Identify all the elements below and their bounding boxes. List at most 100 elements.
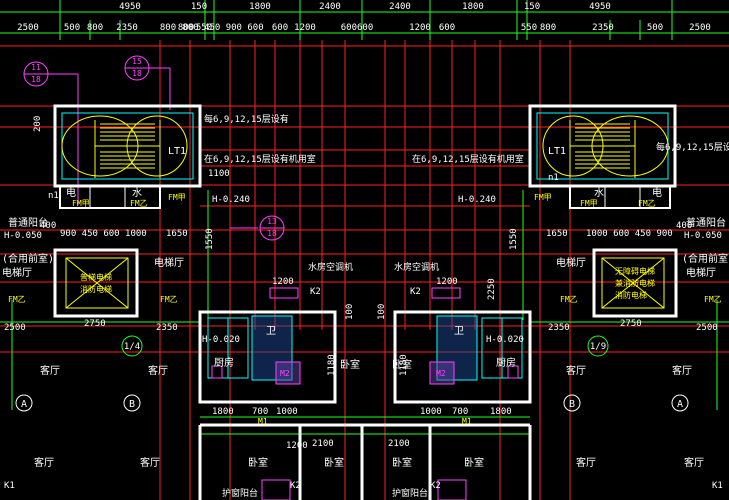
dim-100-right: 100	[377, 304, 387, 320]
red-grid-horizontal	[0, 45, 729, 353]
balcony-bot-left: 护窗阳台	[222, 487, 258, 499]
dim-2750-right: 2750	[620, 319, 642, 329]
hall-left-1: (合用前室)	[2, 252, 54, 265]
fm-right-b: FM乙	[638, 199, 656, 208]
living-8: 客厅	[684, 456, 704, 469]
k2-bot-left: K2	[290, 481, 301, 491]
hall-right-2: 电梯厅	[686, 266, 716, 279]
living-4: 客厅	[672, 364, 692, 377]
dim2-600-r: 600	[439, 23, 455, 33]
dim-1550-right: 1550	[509, 228, 519, 250]
elevator-right-text2: 兼消防电梯	[615, 278, 655, 288]
elec-room-right: 电	[652, 186, 662, 199]
axis-a-right-label: A	[677, 399, 683, 410]
bath-right: 卫	[454, 326, 464, 337]
water-room-right: 水	[594, 187, 604, 199]
k1-right: K1	[712, 481, 723, 491]
dim-1100-top-left: 1100	[208, 169, 230, 179]
fm-left-d: FM乙	[8, 295, 26, 304]
dim-1180-left: 1180	[327, 354, 337, 376]
dim-1650-right: 1650	[546, 229, 568, 239]
lower-walls	[198, 423, 532, 500]
fm-left-a: FM甲	[72, 199, 90, 208]
dim2-2350-l: 2350	[116, 23, 138, 33]
dim2-800-r: 800	[540, 23, 556, 33]
dim-200-left: 200	[33, 116, 43, 132]
balcony-bot-right: 护窗阳台	[392, 487, 428, 499]
axis-bubble-11-18: 11 18	[23, 61, 79, 205]
dim-2500-right: 2500	[696, 323, 718, 333]
k1-left: K1	[4, 481, 15, 491]
h-0020-right: H-0.020	[486, 335, 524, 345]
dim-2250: 2250	[487, 278, 497, 300]
bedroom-5: 卧室	[392, 456, 412, 469]
bubble-15-top: 15	[132, 57, 142, 66]
floors-note-center-right: 在6,9,12,15层设有机用室	[412, 153, 524, 165]
dim2-550-r: 550	[521, 23, 537, 33]
elevator-right-text1: 无障碍电梯	[615, 266, 655, 276]
dim2-1200-r: 1200	[409, 23, 431, 33]
dim-2350-right: 2350	[548, 323, 570, 333]
shaft-row-left: 电 水 FM甲 FM乙 FM甲 n1	[48, 185, 186, 209]
balcony-left: 普通阳台	[8, 216, 48, 229]
stair-label-right: LT1	[548, 146, 566, 157]
dim-1200-ac-left: 1200	[272, 277, 294, 287]
row-dims-left: 900 450 600 1000	[60, 229, 147, 239]
living-2: 客厅	[148, 364, 168, 377]
ratio-left-text: 1/4	[124, 342, 140, 352]
dim-4950-left: 4950	[119, 2, 141, 12]
ac-right: 水房空调机	[394, 261, 439, 273]
bubble-15-bottom: 18	[132, 69, 142, 78]
dim-1800-left: 1800	[249, 2, 271, 12]
m1-right: M1	[462, 417, 472, 426]
m2-left: M2	[280, 369, 290, 378]
core-right: 厨房 卫 H-0.020 M2	[393, 310, 532, 404]
balcony-right: 普通阳台	[686, 216, 726, 229]
dim2-600600: 600600	[341, 23, 374, 33]
dim-1200-lower-left: 1200	[286, 441, 308, 451]
dim2-2350-r: 2350	[592, 23, 614, 33]
dim-1200-ac-right: 1200	[436, 277, 458, 287]
m1-left: M1	[258, 417, 268, 426]
dim-1800-right: 1800	[462, 2, 484, 12]
bedroom-4: 卧室	[324, 456, 344, 469]
axis-bubble-15-18: 15 18	[124, 55, 171, 110]
kitchen-left: 厨房	[214, 356, 234, 369]
bubble-13-bottom: 18	[267, 229, 277, 238]
dim-2100-right: 2100	[388, 439, 410, 449]
dim-2100-left: 2100	[312, 439, 334, 449]
axis-a-left: A	[15, 394, 33, 412]
ratio-left: 1/4	[121, 335, 143, 357]
dim2-800b-l: 800	[160, 23, 176, 33]
fm-left-c: FM甲	[168, 193, 186, 202]
dim2-2500-l: 2500	[17, 23, 39, 33]
bedroom-3: 卧室	[248, 456, 268, 469]
dim2-600-l: 600	[272, 23, 288, 33]
ac-units: 水房空调机 水房空调机 1200 1200 K2 K2	[269, 261, 461, 299]
floors-note-right: 每6,9,12,15层设有	[656, 141, 729, 153]
dim-1800-br: 1800	[490, 407, 512, 417]
h-0240-left: H-0.240	[212, 195, 250, 205]
dim-2350-left: 2350	[156, 323, 178, 333]
elevator-left-text2: 消防电梯	[80, 284, 112, 294]
row-dims-right: 1000 600 450 900	[586, 229, 673, 239]
dim2-row-compact-l: 800 450 900 600	[182, 23, 263, 33]
h-0020-left: H-0.020	[202, 335, 240, 345]
elevator-right: 无障碍电梯 兼消防电梯 消防电梯	[592, 248, 678, 318]
dim-2750-left: 2750	[84, 319, 106, 329]
bedroom-1: 卧室	[340, 358, 360, 371]
bath-left: 卫	[266, 326, 276, 337]
dim2-550-l: 550	[196, 23, 212, 33]
axis-b-right: B	[563, 394, 581, 412]
dim-1650-left: 1650	[166, 229, 188, 239]
bubble-11-bottom: 18	[31, 75, 41, 84]
elec-room-left: 电	[66, 186, 76, 199]
bedroom-6: 卧室	[464, 456, 484, 469]
top-dimension-lines	[0, 0, 729, 40]
dim-1800-bl: 1800	[212, 407, 234, 417]
h-0240-right: H-0.240	[458, 195, 496, 205]
floors-note-center-left: 在6,9,12,15层设有机用室	[204, 153, 316, 165]
h-0050-left: H-0.050	[4, 231, 42, 241]
fm-right-e: FM乙	[704, 295, 722, 304]
